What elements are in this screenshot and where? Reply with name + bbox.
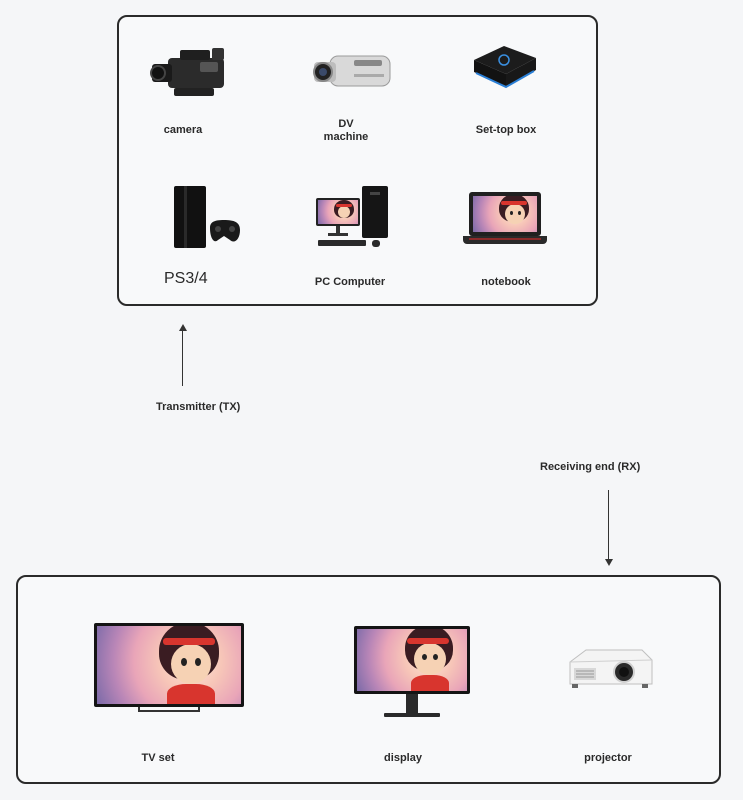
device-label: display bbox=[384, 752, 422, 764]
device-label: camera bbox=[163, 124, 203, 136]
monitor-icon bbox=[354, 626, 470, 720]
tx-caption: Transmitter (TX) bbox=[156, 401, 241, 413]
device-label: PS3/4 bbox=[164, 270, 208, 287]
device-label: notebook bbox=[481, 276, 531, 288]
device-label: Set-top box bbox=[475, 124, 537, 136]
set-top-box-icon bbox=[474, 46, 536, 89]
laptop-icon bbox=[463, 192, 547, 248]
tx-arrow bbox=[182, 330, 183, 386]
rx-arrow bbox=[608, 490, 609, 560]
rx-caption: Receiving end (RX) bbox=[540, 461, 641, 473]
device-label: TV set bbox=[141, 752, 175, 764]
projector-icon bbox=[569, 649, 653, 688]
game-console-icon bbox=[174, 186, 240, 248]
camcorder-pro-icon bbox=[150, 48, 224, 96]
tv-icon bbox=[94, 623, 244, 715]
arrow-up-icon bbox=[179, 324, 187, 331]
device-label: PC Computer bbox=[314, 276, 386, 288]
arrow-down-icon bbox=[605, 559, 613, 566]
device-label: DV machine bbox=[323, 118, 369, 143]
device-label: projector bbox=[584, 752, 632, 764]
desktop-pc-icon bbox=[316, 186, 394, 248]
handycam-icon bbox=[313, 55, 391, 87]
